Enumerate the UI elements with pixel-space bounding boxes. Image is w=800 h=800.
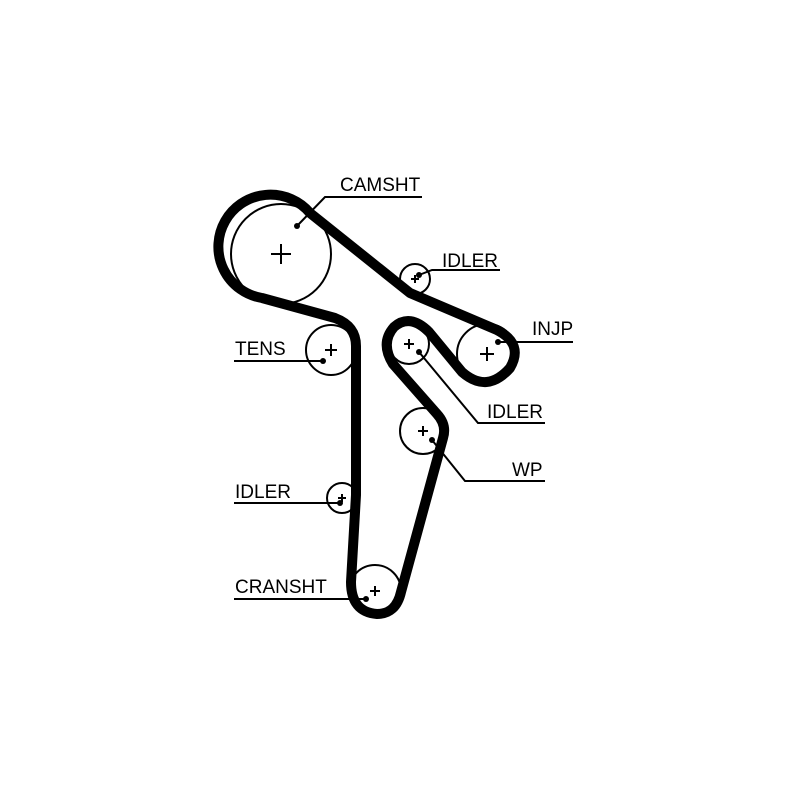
leader-dot (363, 596, 369, 602)
leader-dot (429, 437, 435, 443)
idler-top-center-cross (411, 275, 419, 283)
label-wp: WP (512, 460, 543, 481)
leader-dot (320, 358, 326, 364)
injp-center-cross (480, 347, 494, 361)
label-idler-top: IDLER (442, 251, 498, 272)
label-idler-mid: IDLER (487, 402, 543, 423)
leader-dot (337, 500, 343, 506)
leader-dot (416, 272, 422, 278)
leader-dot (495, 339, 501, 345)
leader-camsht (296, 196, 422, 227)
leader-wp (431, 439, 545, 482)
leader-idler-mid (418, 351, 545, 424)
label-camsht: CAMSHT (340, 175, 421, 196)
leader-dot (294, 223, 300, 229)
idler-left-center-cross (338, 494, 346, 502)
label-injp: INJP (532, 319, 573, 340)
wp-center-cross (418, 426, 428, 436)
label-idler-left: IDLER (235, 482, 291, 503)
camshaft-center-cross (271, 244, 291, 264)
label-cranksht: CRANSHT (235, 577, 327, 598)
label-tens: TENS (235, 339, 286, 360)
idler-mid-center-cross (404, 339, 414, 349)
leader-dot (416, 349, 422, 355)
tens-center-cross (325, 344, 337, 356)
timing-belt (213, 189, 520, 619)
cranksht-center-cross (370, 586, 380, 596)
leader-idler-top (418, 269, 500, 276)
